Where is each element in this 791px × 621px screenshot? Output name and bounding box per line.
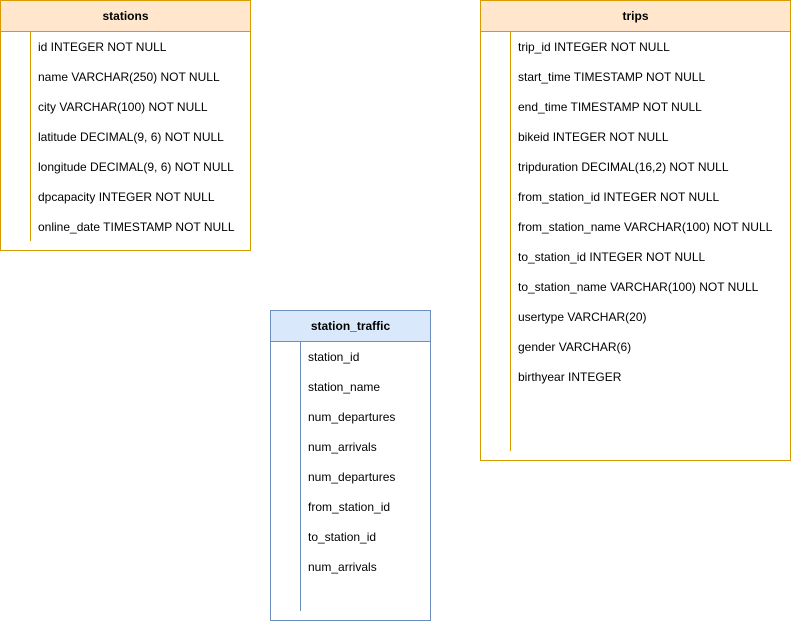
table-column[interactable]: usertype VARCHAR(20) <box>518 310 647 324</box>
table-column[interactable]: birthyear INTEGER <box>518 370 622 384</box>
table-header: stations <box>1 1 250 32</box>
table-column[interactable]: station_id <box>308 350 360 364</box>
table-column[interactable]: trip_id INTEGER NOT NULL <box>518 40 670 54</box>
table-column[interactable]: latitude DECIMAL(9, 6) NOT NULL <box>38 130 224 144</box>
table-column[interactable]: to_station_name VARCHAR(100) NOT NULL <box>518 280 759 294</box>
table-header: trips <box>481 1 790 32</box>
key-column-divider <box>510 32 511 451</box>
table-header: station_traffic <box>271 311 430 342</box>
table-column[interactable]: from_station_name VARCHAR(100) NOT NULL <box>518 220 773 234</box>
table-column[interactable]: num_departures <box>308 470 396 484</box>
table-column[interactable]: gender VARCHAR(6) <box>518 340 632 354</box>
table-column[interactable]: name VARCHAR(250) NOT NULL <box>38 70 220 84</box>
station-traffic-table[interactable]: station_traffic station_id station_name … <box>270 310 431 621</box>
key-column-divider <box>300 342 301 611</box>
table-column[interactable]: longitude DECIMAL(9, 6) NOT NULL <box>38 160 234 174</box>
table-column[interactable]: station_name <box>308 380 381 394</box>
table-column[interactable]: tripduration DECIMAL(16,2) NOT NULL <box>518 160 729 174</box>
table-column[interactable]: end_time TIMESTAMP NOT NULL <box>518 100 702 114</box>
table-column[interactable]: to_station_id INTEGER NOT NULL <box>518 250 706 264</box>
table-column[interactable]: start_time TIMESTAMP NOT NULL <box>518 70 706 84</box>
table-column[interactable]: num_arrivals <box>308 440 377 454</box>
table-column[interactable]: num_arrivals <box>308 560 377 574</box>
trips-table[interactable]: trips trip_id INTEGER NOT NULL start_tim… <box>480 0 791 461</box>
table-column[interactable]: num_departures <box>308 410 396 424</box>
stations-table[interactable]: stations id INTEGER NOT NULL name VARCHA… <box>0 0 251 251</box>
table-column[interactable]: to_station_id <box>308 530 377 544</box>
table-column[interactable]: dpcapacity INTEGER NOT NULL <box>38 190 215 204</box>
table-column[interactable]: bikeid INTEGER NOT NULL <box>518 130 669 144</box>
table-column[interactable]: online_date TIMESTAMP NOT NULL <box>38 220 235 234</box>
table-column[interactable]: from_station_id INTEGER NOT NULL <box>518 190 720 204</box>
table-body: id INTEGER NOT NULL name VARCHAR(250) NO… <box>1 32 250 242</box>
table-column[interactable]: city VARCHAR(100) NOT NULL <box>38 100 208 114</box>
table-column[interactable]: from_station_id <box>308 500 391 514</box>
key-column-divider <box>30 32 31 241</box>
table-body: station_id station_name num_departures n… <box>271 342 430 611</box>
table-body: trip_id INTEGER NOT NULL start_time TIME… <box>481 32 790 451</box>
table-column[interactable]: id INTEGER NOT NULL <box>38 40 167 54</box>
